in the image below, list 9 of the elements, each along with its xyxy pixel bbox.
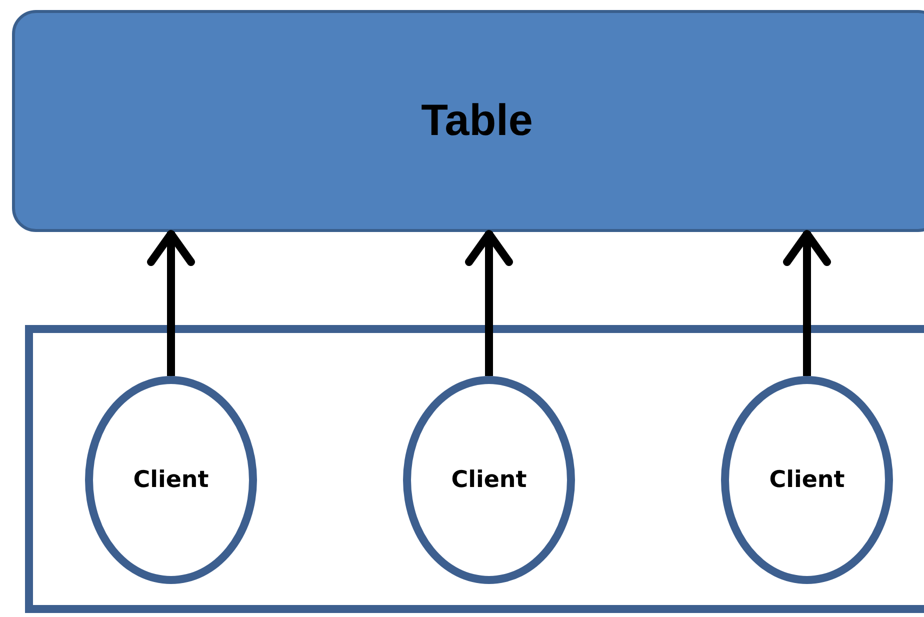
rounded-box xyxy=(12,10,924,232)
arrow xyxy=(783,230,831,376)
node-label: Client xyxy=(769,467,845,493)
node-label: Client xyxy=(133,467,209,493)
arrow xyxy=(465,230,513,376)
node-label: Table xyxy=(421,96,533,146)
node-label: Client xyxy=(451,467,527,493)
group-frame xyxy=(25,325,924,613)
arrow xyxy=(147,230,195,376)
